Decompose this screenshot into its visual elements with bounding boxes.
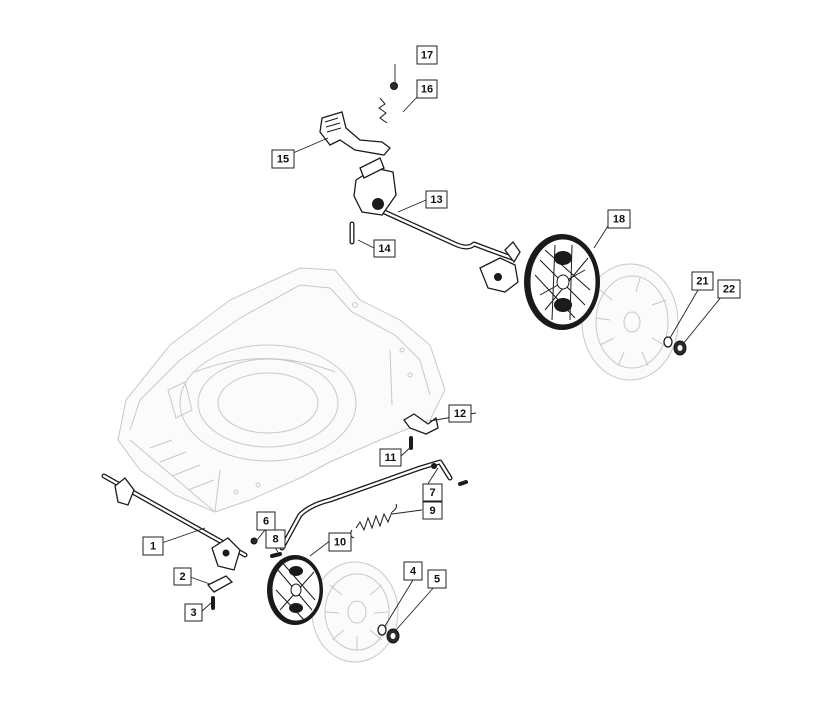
callout-label: 21 (696, 276, 708, 288)
callout-box (379, 448, 402, 467)
callout-7: 7 (422, 483, 443, 502)
callout-box (691, 271, 714, 291)
small-knob (390, 82, 398, 90)
callout-box (184, 603, 203, 622)
callout-13: 13 (425, 190, 448, 209)
callout-box (416, 79, 438, 99)
callout-box (422, 501, 443, 520)
front-axle (101, 473, 248, 571)
callout-box (607, 209, 631, 229)
callout-label: 8 (272, 534, 278, 546)
callout-5: 5 (427, 569, 447, 589)
callout-label: 2 (179, 571, 185, 583)
height-lever-handle (319, 111, 391, 156)
front-wheel-ghost (311, 561, 399, 663)
callout-15: 15 (271, 149, 295, 169)
callout-label: 13 (430, 194, 442, 206)
callout-label: 22 (723, 284, 735, 296)
front-nut (386, 628, 400, 644)
callout-17: 17 (416, 45, 438, 65)
callout-12: 12 (448, 404, 472, 423)
mower-deck-ghost (117, 267, 446, 513)
lever-bracket (353, 157, 397, 216)
clip-plate (206, 575, 234, 593)
callout-label: 5 (434, 574, 440, 586)
extension-spring (349, 503, 397, 539)
callout-label: 11 (385, 452, 397, 464)
callout-3: 3 (184, 603, 203, 622)
callout-11: 11 (379, 448, 402, 467)
callout-label: 1 (150, 541, 156, 553)
callout-box (142, 536, 164, 556)
front-linkage-rod (279, 459, 453, 551)
callout-1: 1 (142, 536, 164, 556)
callout-label: 7 (429, 487, 435, 499)
rear-wheel-cover (524, 234, 600, 330)
rod-end-screw (458, 480, 468, 486)
callout-22: 22 (717, 279, 741, 299)
callout-label: 10 (334, 537, 346, 549)
front-wheel-cover (267, 555, 323, 625)
callout-4: 4 (403, 561, 423, 581)
callout-8: 8 (265, 529, 286, 549)
callout-box (373, 239, 396, 258)
callout-14: 14 (373, 239, 396, 258)
callout-box (328, 532, 352, 552)
callout-box (717, 279, 741, 299)
callout-label: 16 (421, 84, 433, 96)
front-washer (377, 624, 387, 636)
callout-box (422, 483, 443, 502)
callout-label: 12 (454, 408, 466, 420)
callout-box (173, 567, 192, 586)
callout-label: 9 (429, 505, 435, 517)
small-screw-6 (250, 537, 258, 545)
callout-box (265, 529, 286, 549)
rear-height-rod (377, 207, 521, 293)
callout-box (427, 569, 447, 589)
callout-box (448, 404, 472, 423)
callout-10: 10 (328, 532, 352, 552)
callout-box (416, 45, 438, 65)
callout-label: 14 (378, 243, 391, 255)
callout-16: 16 (416, 79, 438, 99)
callout-label: 4 (410, 566, 417, 578)
callout-box (425, 190, 448, 209)
callout-label: 6 (263, 516, 269, 528)
callout-label: 18 (613, 214, 625, 226)
rear-washer (663, 336, 673, 348)
rear-nut (673, 340, 687, 356)
callout-9: 9 (422, 501, 443, 520)
callout-label: 17 (421, 50, 433, 62)
callout-box (271, 149, 295, 169)
callout-21: 21 (691, 271, 714, 291)
callout-box (403, 561, 423, 581)
rod-bracket (403, 413, 439, 435)
callout-2: 2 (173, 567, 192, 586)
callout-6: 6 (256, 511, 276, 531)
callout-label: 15 (277, 154, 289, 166)
rear-wheel-ghost (581, 263, 679, 381)
callout-label: 3 (190, 607, 196, 619)
callout-18: 18 (607, 209, 631, 229)
small-screw-8 (270, 552, 282, 558)
small-spring (378, 97, 388, 124)
